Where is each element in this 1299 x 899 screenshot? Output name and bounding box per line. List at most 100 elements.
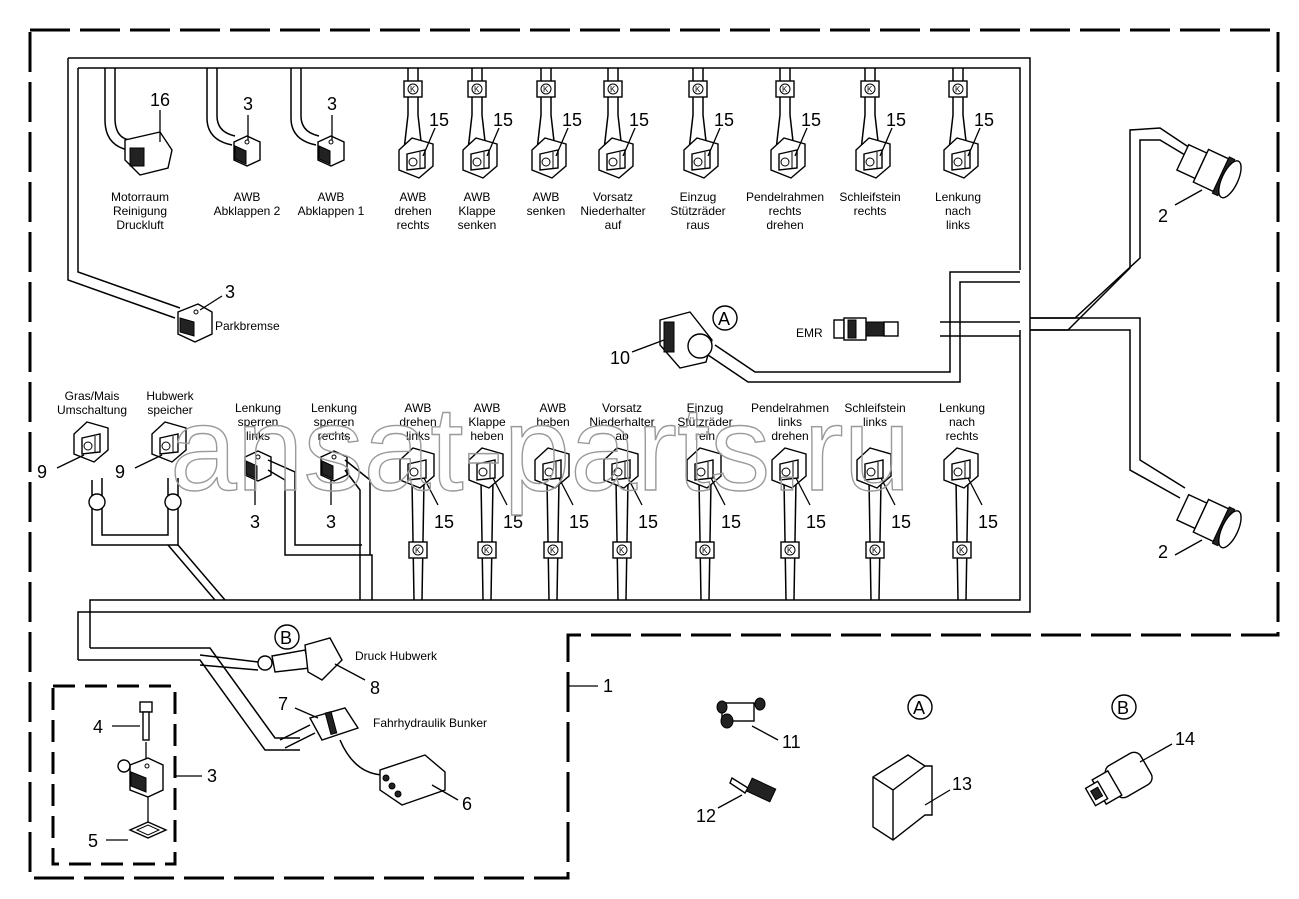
diagnostic-ref: 10 xyxy=(610,348,630,368)
connector-label: AWB xyxy=(533,190,560,204)
druck-hubwerk-ref: 8 xyxy=(370,678,380,698)
connector-label: rechts xyxy=(946,429,979,443)
connector-label: Einzug xyxy=(680,190,717,204)
connector-label: senken xyxy=(458,218,497,232)
druck-hubwerk-connector[interactable]: 8 B Druck Hubwerk xyxy=(199,624,438,698)
k-marker: K xyxy=(695,541,715,559)
parkbremse-connector[interactable]: 3 Parkbremse xyxy=(177,282,280,343)
parkbremse-label: Parkbremse xyxy=(215,319,280,333)
connector-label: raus xyxy=(686,218,709,232)
round-connector-ref: 2 xyxy=(1158,542,1168,562)
protective-cap[interactable]: A 13 xyxy=(872,694,972,841)
connector-ref: 15 xyxy=(429,110,449,130)
connector-label: Lenkung xyxy=(235,401,281,415)
connector-label: drehen xyxy=(399,415,436,429)
connector-label: Abklappen 1 xyxy=(298,204,365,218)
k-marker: K xyxy=(467,80,487,98)
connector-label: Abklappen 2 xyxy=(214,204,281,218)
protective-cap-ref: 13 xyxy=(952,774,972,794)
fahrhydraulik-connector[interactable]: 7 Fahrhydraulik Bunker xyxy=(278,694,487,776)
connector-ref: 15 xyxy=(978,512,998,532)
t-distributor-ref: 11 xyxy=(782,732,801,752)
connector-label: drehen xyxy=(771,429,808,443)
svg-text:K: K xyxy=(702,546,708,555)
connector-ref: 3 xyxy=(250,512,260,532)
connector-label: nach xyxy=(949,415,975,429)
marker-a-circle xyxy=(712,305,738,331)
round-connector-bottom[interactable]: 2 xyxy=(1158,489,1246,562)
gras-hubwerk-branch xyxy=(88,478,226,601)
k-marker: K xyxy=(477,541,497,559)
connector-label: Umschaltung xyxy=(57,403,127,417)
k-marker: K xyxy=(775,80,795,98)
connector-label: Pendelrahmen xyxy=(746,190,824,204)
solenoid-coil[interactable]: 3 xyxy=(117,757,217,822)
connector-label: Hubwerk xyxy=(146,389,194,403)
connector-label: AWB xyxy=(474,401,501,415)
diagnostic-connector[interactable]: 10 A xyxy=(610,305,738,369)
connector-label: heben xyxy=(536,415,569,429)
connector-label: links xyxy=(406,429,430,443)
connector-label: rechts xyxy=(854,204,887,218)
connector-label: links xyxy=(946,218,970,232)
bottom-row-drops xyxy=(411,479,969,601)
svg-text:K: K xyxy=(474,85,480,94)
k-marker: K xyxy=(536,80,556,98)
k-marker: K xyxy=(952,541,972,559)
connector-ref: 9 xyxy=(115,462,125,482)
connector-ref: 9 xyxy=(37,462,47,482)
fahrhydraulik-plug-ref: 6 xyxy=(462,794,472,814)
plug-pin[interactable]: 12 xyxy=(696,776,777,826)
t-distributor[interactable]: 11 xyxy=(716,697,801,752)
connector-label: drehen xyxy=(766,218,803,232)
emr-connector[interactable]: EMR xyxy=(796,317,899,341)
connector-ref: 15 xyxy=(891,512,911,532)
svg-text:K: K xyxy=(787,546,793,555)
fahrhydraulik-ref: 7 xyxy=(278,694,288,714)
k-marker: K xyxy=(603,80,623,98)
svg-text:K: K xyxy=(782,85,788,94)
svg-text:K: K xyxy=(959,546,965,555)
connector-label: drehen xyxy=(394,204,431,218)
round-connector-top[interactable]: 2 xyxy=(1158,139,1246,226)
pressure-sensor-ref: 14 xyxy=(1175,729,1195,749)
svg-text:K: K xyxy=(619,546,625,555)
bolt[interactable]: 4 xyxy=(93,701,153,760)
svg-text:K: K xyxy=(415,546,421,555)
svg-text:K: K xyxy=(867,85,873,94)
connector-label: Vorsatz xyxy=(593,190,633,204)
connector-label: rein xyxy=(695,429,715,443)
pressure-sensor[interactable]: B 14 xyxy=(1082,694,1195,813)
k-marker: K xyxy=(865,541,885,559)
seal[interactable]: 5 xyxy=(88,821,168,851)
emr-label: EMR xyxy=(796,326,823,340)
connector-label: Niederhalter xyxy=(580,204,645,218)
connector-label: Niederhalter xyxy=(589,415,654,429)
lenkung-sperren-branch xyxy=(267,459,373,600)
fahrhydraulik-plug[interactable]: 6 xyxy=(379,754,472,814)
connector-label: AWB xyxy=(464,190,491,204)
